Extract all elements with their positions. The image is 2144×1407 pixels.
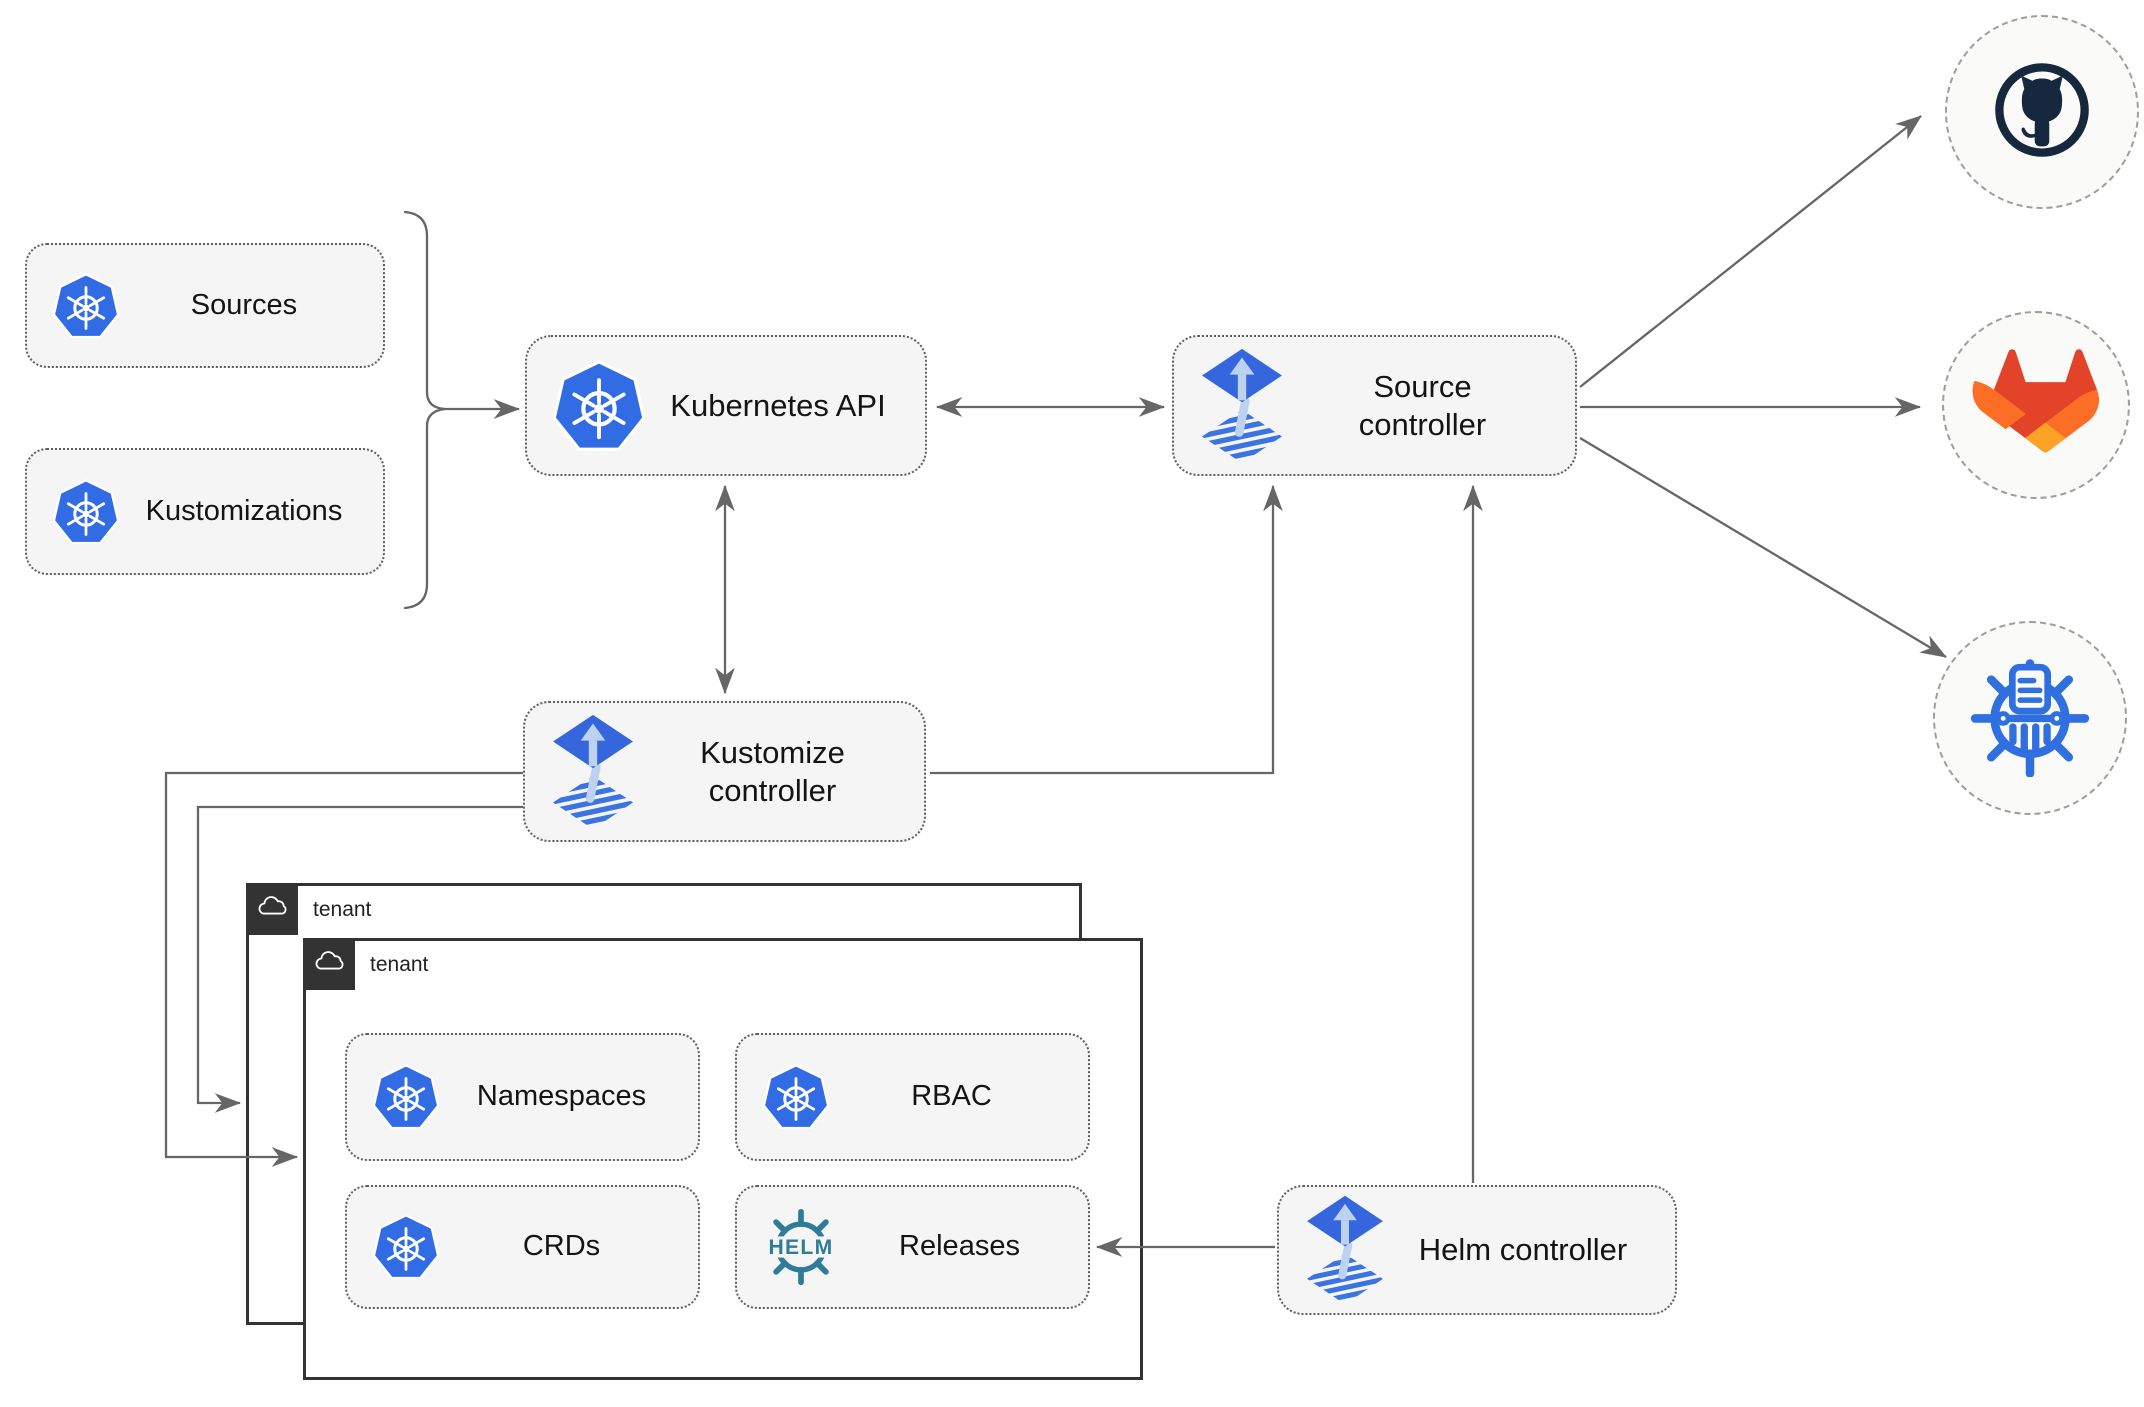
- helm-logo-text: HELM: [768, 1236, 833, 1259]
- helm-icon: HELM: [757, 1203, 845, 1291]
- tenant-tab: [303, 938, 355, 990]
- kubernetes-icon: [53, 273, 119, 339]
- node-label: Source controller: [1358, 368, 1487, 442]
- kubernetes-icon: [763, 1064, 829, 1130]
- chartmuseum-icon: [1969, 655, 2091, 782]
- node-sources: Sources: [25, 243, 385, 368]
- node-kubernetes-api: Kubernetes API: [525, 335, 927, 476]
- gitlab-icon: [1972, 346, 2100, 465]
- edge-kustomize-source: [930, 484, 1283, 775]
- tenant-label: tenant: [313, 898, 372, 921]
- cloud-icon: [311, 944, 347, 985]
- kubernetes-icon: [53, 479, 119, 545]
- node-helm-controller: Helm controller: [1277, 1185, 1677, 1315]
- node-rbac: RBAC: [735, 1033, 1090, 1161]
- kubernetes-icon: [373, 1064, 439, 1130]
- node-label: Releases: [899, 1230, 1020, 1263]
- node-kustomizations: Kustomizations: [25, 448, 385, 575]
- flux-icon: [551, 713, 635, 831]
- node-crds: CRDs: [345, 1185, 700, 1309]
- node-label: Sources: [190, 288, 298, 321]
- kubernetes-icon: [553, 360, 645, 452]
- remote-chartmuseum: [1933, 621, 2127, 815]
- remote-gitlab: [1942, 311, 2130, 499]
- node-source-controller: Source controller: [1172, 335, 1577, 476]
- kubernetes-icon: [373, 1214, 439, 1280]
- node-releases: HELM Releases: [735, 1185, 1090, 1309]
- node-label: Kustomizations: [145, 494, 343, 527]
- node-label: RBAC: [911, 1080, 992, 1113]
- github-icon: [1990, 58, 2094, 167]
- edge-source-github: [1579, 115, 1922, 388]
- node-namespaces: Namespaces: [345, 1033, 700, 1161]
- tenant-label: tenant: [370, 953, 429, 976]
- flux-icon: [1200, 347, 1284, 465]
- node-kustomize-controller: Kustomize controller: [523, 701, 926, 842]
- brace-group-sources: [403, 210, 446, 610]
- node-label: Helm controller: [1418, 1232, 1628, 1268]
- tenant-tab: [246, 883, 298, 935]
- node-label: Kustomize controller: [700, 734, 845, 808]
- flux-icon: [1305, 1194, 1385, 1306]
- cloud-icon: [254, 889, 290, 930]
- edge-source-chartmuseum: [1579, 437, 1947, 658]
- node-label: Namespaces: [476, 1080, 647, 1113]
- node-label: CRDs: [522, 1230, 601, 1263]
- remote-github: [1945, 15, 2139, 209]
- node-label: Kubernetes API: [670, 387, 886, 423]
